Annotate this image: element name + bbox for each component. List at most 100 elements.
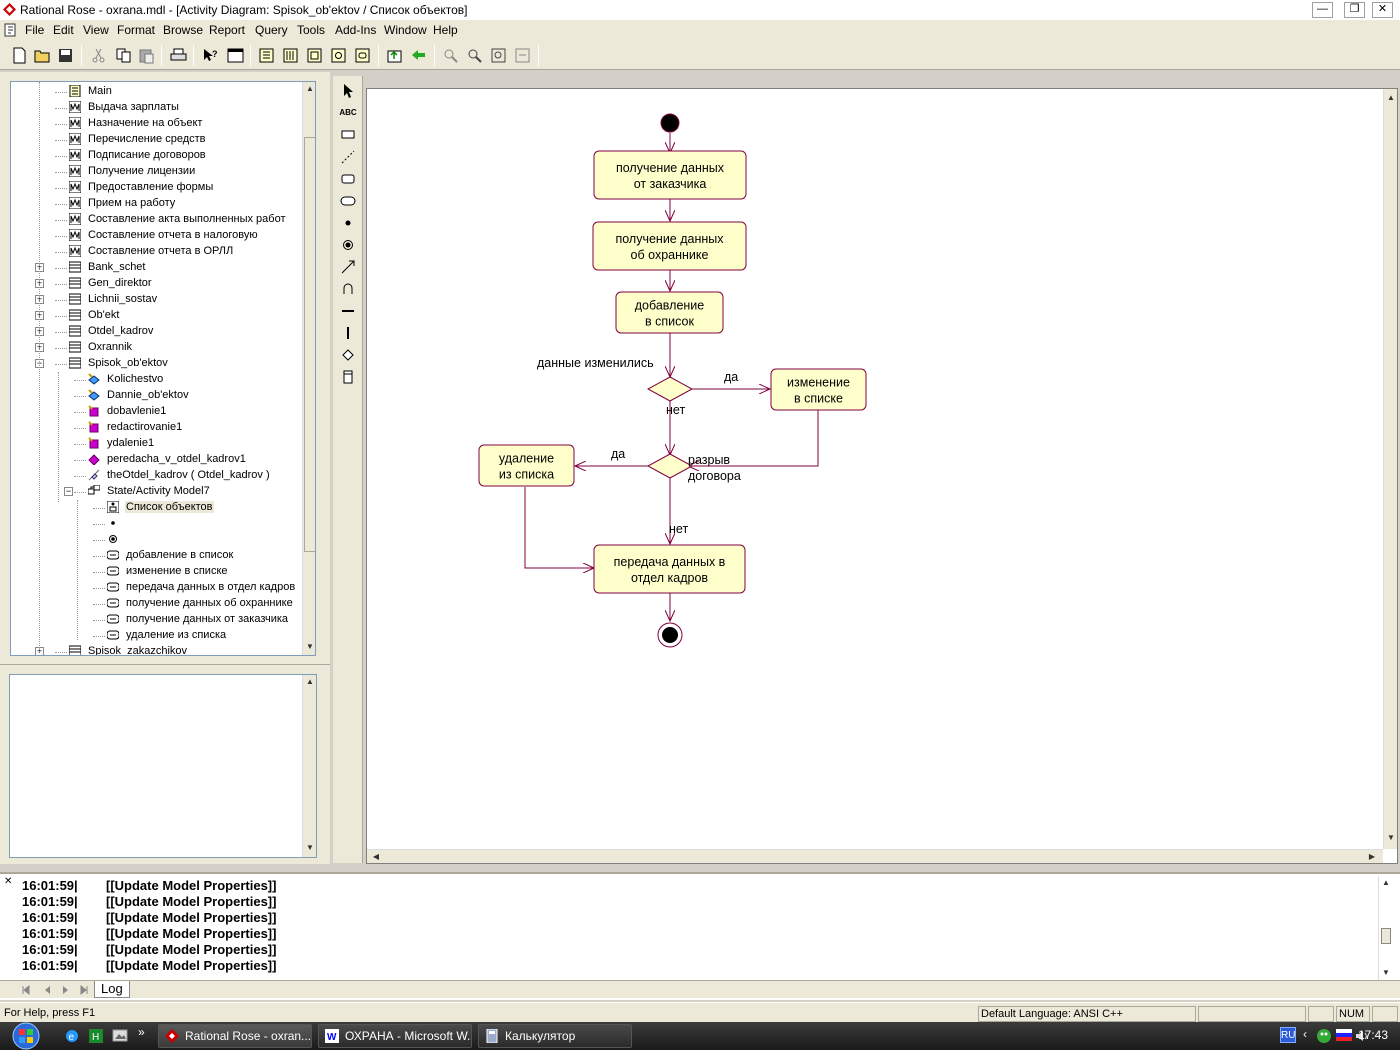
start-button-windows-orb-icon[interactable]: [6, 1022, 46, 1050]
menu-window[interactable]: Window: [384, 23, 427, 37]
taskbar-button-rational-rose[interactable]: Rational Rose - oxran...: [158, 1024, 312, 1048]
text-box-icon[interactable]: ABC: [339, 108, 357, 117]
decision-icon[interactable]: [339, 346, 357, 364]
menu-format[interactable]: Format: [117, 23, 156, 37]
decision-data-changed[interactable]: [646, 376, 694, 402]
maximize-button[interactable]: ❐: [1344, 2, 1365, 18]
excel-quicklaunch-icon[interactable]: H: [88, 1028, 104, 1044]
menu-report[interactable]: Report: [209, 23, 246, 37]
horizontal-synchronization-icon[interactable]: [339, 302, 357, 320]
tree-item[interactable]: Предоставление формы: [11, 180, 301, 196]
menu-file[interactable]: File: [25, 23, 45, 37]
activity-a4[interactable]: [770, 368, 867, 411]
scroll-up-arrow-icon[interactable]: ▲: [306, 677, 314, 686]
selection-arrow-icon[interactable]: [339, 82, 357, 100]
clock[interactable]: 17:43: [1358, 1028, 1389, 1042]
close-button[interactable]: ✕: [1372, 2, 1393, 18]
state-transition-icon[interactable]: [339, 258, 357, 276]
tree-item[interactable]: +Oxrannik: [11, 340, 301, 356]
tree-item[interactable]: +Gen_direktor: [11, 276, 301, 292]
canvas-vertical-scrollbar[interactable]: ▲ ▼: [1383, 89, 1397, 849]
tree-item[interactable]: получение данных от заказчика: [11, 612, 301, 628]
tree-item[interactable]: Dannie_ob'ektov: [11, 388, 301, 404]
open-folder-icon[interactable]: [34, 47, 51, 64]
tree-item[interactable]: +Lichnii_sostav: [11, 292, 301, 308]
tray-app-icon[interactable]: [1316, 1028, 1332, 1044]
tree-item[interactable]: Main: [11, 84, 301, 100]
browse-previous-diagram-icon[interactable]: [410, 47, 427, 64]
tree-item[interactable]: изменение в списке: [11, 564, 301, 580]
tree-item[interactable]: Составление отчета в налоговую: [11, 228, 301, 244]
log-vertical-scrollbar[interactable]: ▲ ▼: [1378, 876, 1392, 980]
tree-item[interactable]: +Otdel_kadrov: [11, 324, 301, 340]
tree-item[interactable]: +Ob'ekt: [11, 308, 301, 324]
tree-vertical-scrollbar[interactable]: ▲ ▼: [302, 82, 315, 655]
log-close-icon[interactable]: ✕: [4, 876, 13, 887]
tab-log[interactable]: Log: [94, 981, 130, 998]
menu-tools[interactable]: Tools: [297, 23, 326, 37]
show-desktop-icon[interactable]: [112, 1028, 128, 1044]
cut-icon[interactable]: [90, 47, 107, 64]
tree-item[interactable]: Перечисление средств: [11, 132, 301, 148]
tree-item[interactable]: redactirovanie1: [11, 420, 301, 436]
tree-item[interactable]: dobavlenie1: [11, 404, 301, 420]
context-help-icon[interactable]: ?: [202, 47, 219, 64]
zoom-in-icon[interactable]: [442, 47, 459, 64]
tree-scroll-thumb[interactable]: [304, 137, 315, 552]
log-window[interactable]: ✕ 16:01:59|[[Update Model Properties]]16…: [0, 872, 1400, 1000]
tree-item[interactable]: Выдача зарплаты: [11, 100, 301, 116]
tree-item[interactable]: +Spisok_zakazchikov: [11, 644, 301, 655]
start-state[interactable]: [660, 113, 680, 133]
scroll-right-arrow-icon[interactable]: ▶: [1368, 852, 1376, 861]
activity-a5[interactable]: [478, 444, 575, 487]
decision-contract-break[interactable]: [646, 453, 694, 479]
state-icon[interactable]: [339, 170, 357, 188]
scroll-left-arrow-icon[interactable]: ◀: [372, 852, 380, 861]
panel-splitter[interactable]: [0, 664, 330, 668]
tree-item[interactable]: −State/Activity Model7: [11, 484, 301, 500]
menu-add-ins[interactable]: Add-Ins: [335, 23, 377, 37]
browse-component-diagram-icon[interactable]: [306, 47, 323, 64]
tree-item[interactable]: Подписание договоров: [11, 148, 301, 164]
tree-item[interactable]: удаление из списка: [11, 628, 301, 644]
document-system-menu-icon[interactable]: [4, 23, 18, 37]
canvas-horizontal-scrollbar[interactable]: ◀ ▶: [367, 849, 1383, 863]
tree-item[interactable]: +Bank_schet: [11, 260, 301, 276]
taskbar-button-word[interactable]: W ОХРАНА - Microsoft W...: [318, 1024, 472, 1048]
note-icon[interactable]: [339, 126, 357, 144]
tree-item[interactable]: ydalenie1: [11, 436, 301, 452]
save-icon[interactable]: [57, 47, 74, 64]
view-documentation-icon[interactable]: [227, 47, 244, 64]
browse-interaction-diagram-icon[interactable]: [282, 47, 299, 64]
tree-item[interactable]: Список объектов: [11, 500, 301, 516]
vertical-synchronization-icon[interactable]: [339, 324, 357, 342]
tree-item[interactable]: −Spisok_ob'ektov: [11, 356, 301, 372]
tree-item[interactable]: Прием на работу: [11, 196, 301, 212]
tree-item[interactable]: Kolichestvo: [11, 372, 301, 388]
tree-item[interactable]: добавление в список: [11, 548, 301, 564]
scroll-down-arrow-icon[interactable]: ▼: [1382, 968, 1390, 977]
tree-item[interactable]: Получение лицензии: [11, 164, 301, 180]
paste-icon[interactable]: [138, 47, 155, 64]
collapse-minus-icon[interactable]: −: [64, 486, 73, 496]
tree-item[interactable]: [11, 516, 301, 532]
transition-a4-to-decision2[interactable]: [688, 410, 819, 466]
scroll-up-arrow-icon[interactable]: ▲: [306, 84, 314, 93]
end-state-icon[interactable]: [339, 236, 357, 254]
swimlane-icon[interactable]: [339, 368, 357, 386]
minimize-button[interactable]: —: [1312, 2, 1333, 18]
quick-launch-overflow-icon[interactable]: »: [138, 1025, 145, 1039]
volume-icon[interactable]: [1354, 1028, 1370, 1044]
browse-class-diagram-icon[interactable]: [258, 47, 275, 64]
scroll-down-arrow-icon[interactable]: ▼: [1387, 833, 1395, 842]
scroll-down-arrow-icon[interactable]: ▼: [306, 843, 314, 852]
activity-icon[interactable]: [339, 192, 357, 210]
log-scroll-thumb[interactable]: [1381, 928, 1391, 944]
taskbar-button-calculator[interactable]: Калькулятор: [478, 1024, 632, 1048]
tree-item[interactable]: Назначение на объект: [11, 116, 301, 132]
transition-to-self-icon[interactable]: [339, 280, 357, 298]
tray-expand-icon[interactable]: ‹: [1303, 1027, 1307, 1041]
